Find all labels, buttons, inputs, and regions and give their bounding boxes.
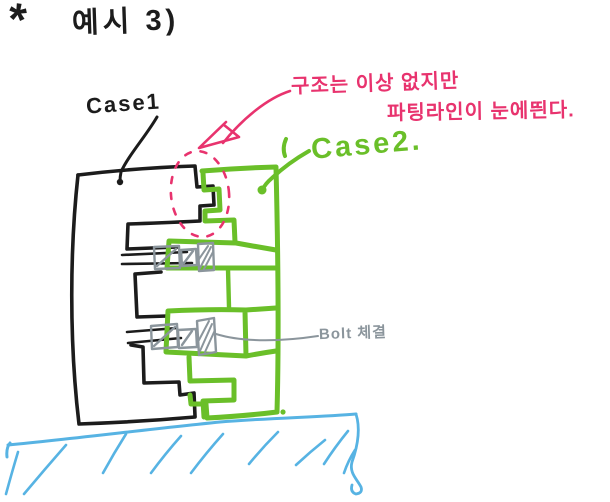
- case2-bottom-dot: [280, 409, 286, 415]
- case2-mid-wall: [225, 266, 232, 310]
- case2-part: [163, 137, 311, 421]
- case2-leader-dot: [257, 185, 267, 195]
- annotation-arrow-head: [197, 120, 241, 150]
- parting-line-circle: [169, 149, 231, 239]
- case1-outline-bottom-step: [129, 343, 197, 418]
- case1-outline-middle: [133, 270, 170, 333]
- case1-leader-line: [118, 115, 159, 183]
- case2-top-socket: [200, 170, 238, 245]
- bolt-leader-line: [215, 333, 319, 342]
- ground: [4, 412, 363, 496]
- case2-lower-finger: [163, 305, 279, 359]
- bolt-upper: [152, 241, 216, 273]
- bolt-lower: [149, 316, 218, 357]
- case2-leader-line: [261, 137, 311, 191]
- case1-outline-top: [76, 164, 216, 251]
- ground-surface-line: [5, 412, 358, 459]
- note-line2: 파팅라인이 눈에띈다.: [386, 99, 575, 125]
- parting-line-annotation: [169, 89, 292, 239]
- ground-hatching: [4, 429, 357, 496]
- case2-bottom-interlock: [186, 354, 237, 420]
- case1-outline-left-bottom: [69, 173, 197, 426]
- bolt-fasteners: [149, 241, 319, 357]
- case1-label: Case1: [85, 88, 162, 119]
- case2-outline-frame: [187, 164, 281, 421]
- ground-right-edge: [349, 412, 363, 496]
- bolt-label: Bolt 체결: [318, 323, 388, 344]
- page-title: 예시 3): [71, 4, 180, 40]
- case1-leader-dot: [116, 178, 124, 186]
- annotation-arrow-shaft: [221, 89, 292, 145]
